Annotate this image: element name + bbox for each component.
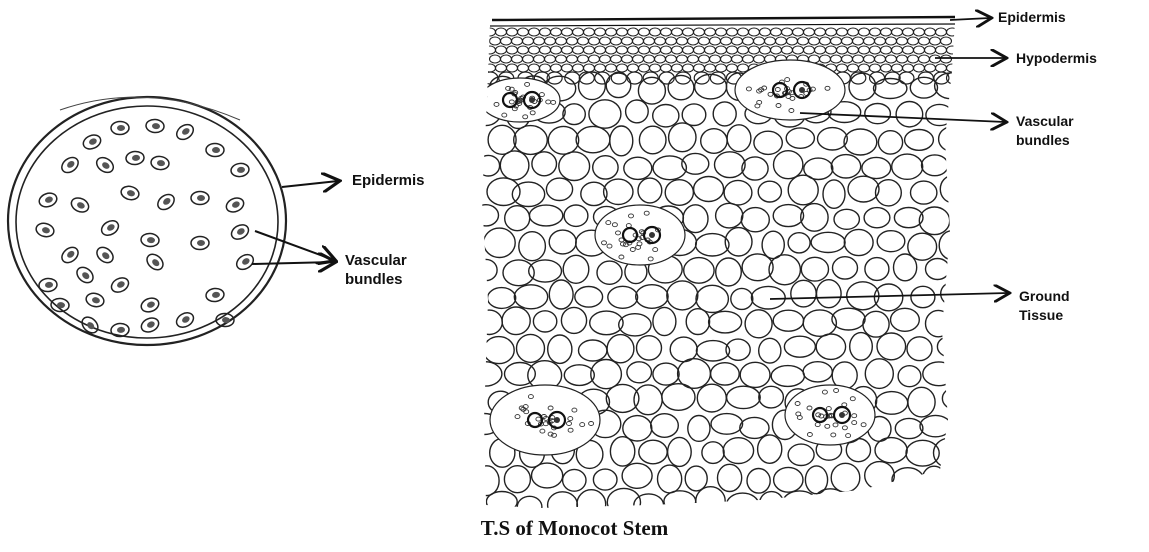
- vascular-bundle: [99, 218, 121, 238]
- vascular-bundle: [206, 143, 224, 156]
- vascular-bundle: [174, 122, 196, 143]
- vascular-bundle: [59, 244, 81, 266]
- tissue-section: [468, 17, 967, 519]
- vascular-bundle: [81, 133, 103, 152]
- vascular-bundle: [191, 236, 209, 249]
- vascular-bundle: [94, 244, 116, 266]
- vascular-bundle-cluster: [735, 60, 845, 120]
- label-vascular-right-line1: Vascular: [1016, 112, 1074, 130]
- vascular-bundle: [155, 191, 177, 212]
- vascular-bundle: [234, 252, 256, 273]
- label-ground-line2: Tissue: [1019, 306, 1063, 324]
- vascular-bundle-cluster: [785, 385, 875, 445]
- vascular-bundle-cluster: [490, 385, 600, 455]
- vascular-bundle: [229, 222, 251, 242]
- label-hypodermis: Hypodermis: [1016, 49, 1097, 67]
- vascular-bundle: [224, 195, 246, 214]
- vascular-bundle: [94, 155, 116, 176]
- right-pointers: [770, 18, 1008, 299]
- vascular-bundle: [69, 195, 91, 214]
- vascular-bundle: [140, 233, 159, 248]
- vascular-bundle: [79, 314, 101, 336]
- vascular-bundle: [150, 155, 170, 170]
- hypodermis-layer: [483, 28, 962, 84]
- vascular-bundle: [50, 298, 69, 313]
- vascular-bundle: [38, 278, 57, 293]
- label-epidermis-left: Epidermis: [352, 172, 425, 190]
- vascular-bundle: [125, 151, 144, 166]
- label-ground-line1: Ground: [1019, 287, 1070, 305]
- vascular-bundle: [74, 264, 96, 286]
- vascular-bundle: [205, 287, 224, 302]
- vascular-bundle: [139, 315, 161, 334]
- epidermis-line: [492, 17, 955, 20]
- vascular-bundle: [144, 251, 166, 273]
- label-epidermis-right: Epidermis: [998, 8, 1066, 26]
- vascular-bundle: [174, 310, 196, 330]
- stem-cross-section: [8, 97, 286, 345]
- vascular-bundle: [59, 154, 81, 175]
- vascular-bundle-cluster: [480, 78, 560, 122]
- vascular-bundle: [111, 121, 129, 134]
- vascular-bundle: [120, 185, 141, 202]
- vascular-bundle: [109, 275, 131, 295]
- label-vascular-right-line2: bundles: [1016, 131, 1070, 149]
- vascular-bundle: [35, 221, 56, 238]
- label-vascular-left-line2: bundles: [345, 271, 403, 289]
- vascular-bundle: [145, 119, 164, 134]
- label-vascular-left-line1: Vascular: [345, 252, 407, 270]
- vascular-bundle: [139, 296, 160, 314]
- left-pointers: [252, 181, 338, 264]
- vascular-bundle: [230, 162, 250, 177]
- vascular-bundle: [85, 291, 106, 308]
- vascular-bundle-cluster: [595, 205, 685, 265]
- vascular-bundles-scatter: [35, 119, 256, 338]
- vascular-bundle: [37, 191, 58, 209]
- figure-caption: T.S of Monocot Stem: [0, 516, 1149, 541]
- vascular-bundle: [191, 192, 209, 205]
